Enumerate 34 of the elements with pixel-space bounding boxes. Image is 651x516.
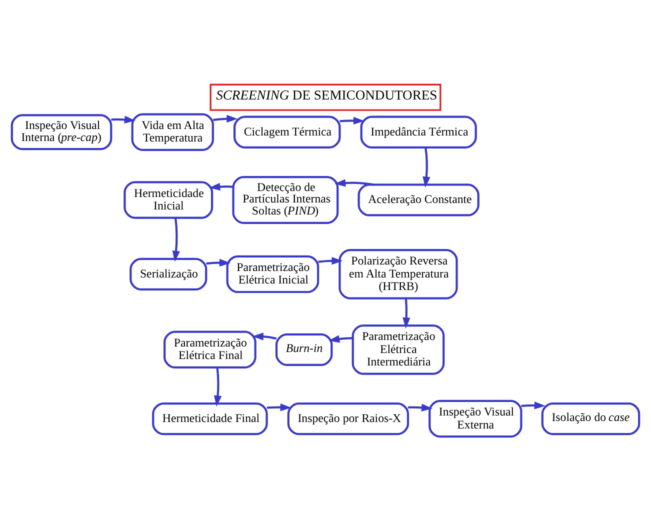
arrow xyxy=(212,114,238,122)
arrow xyxy=(206,258,230,266)
node-box: Vida em Alta Temperatura xyxy=(131,112,214,150)
node-box: Inspeção Visual Externa xyxy=(428,399,522,438)
arrow xyxy=(408,403,433,411)
arrow xyxy=(172,217,180,262)
node-box: Serialização xyxy=(130,257,208,290)
node-box: Polarização Reversa em Alta Temperatura (HTRB) xyxy=(338,248,458,299)
node-box: Burn-in xyxy=(275,332,333,366)
arrow xyxy=(214,366,222,406)
node-box: Inspeção por Raios-X xyxy=(287,402,410,435)
node-box: Hermeticidade Inicial xyxy=(124,180,214,218)
node-box: Hermeticidade Final xyxy=(152,402,268,435)
node-box: Detecção de Partículas Internas Soltas (PIND) xyxy=(232,176,339,224)
arrow xyxy=(111,115,136,123)
node-box: Parametrização Elétrica Intermediária xyxy=(352,324,445,374)
node-box: Impedância Térmica xyxy=(360,115,477,148)
diagram-title: SCREENING DE SEMICONDUTORES xyxy=(216,87,438,102)
node-box: Ciclagem Térmica xyxy=(233,115,341,148)
node-box: Inspeção Visual Interna (pre-cap) xyxy=(10,114,112,150)
arrow xyxy=(422,147,430,188)
arrow xyxy=(340,116,365,124)
node-box: Parametrização Elétrica Inicial xyxy=(226,254,320,293)
arrow xyxy=(334,178,374,186)
arrow xyxy=(252,332,277,340)
arrow xyxy=(318,256,343,264)
arrow xyxy=(266,402,292,411)
arrow xyxy=(209,182,234,190)
node-box: Parametrização Elétrica Final xyxy=(164,330,256,368)
node-box: Isolação do case xyxy=(541,402,640,435)
node-box: Aceleração Constante xyxy=(358,183,480,216)
arrow xyxy=(328,334,353,342)
arrow xyxy=(521,401,546,409)
arrow xyxy=(402,298,410,328)
